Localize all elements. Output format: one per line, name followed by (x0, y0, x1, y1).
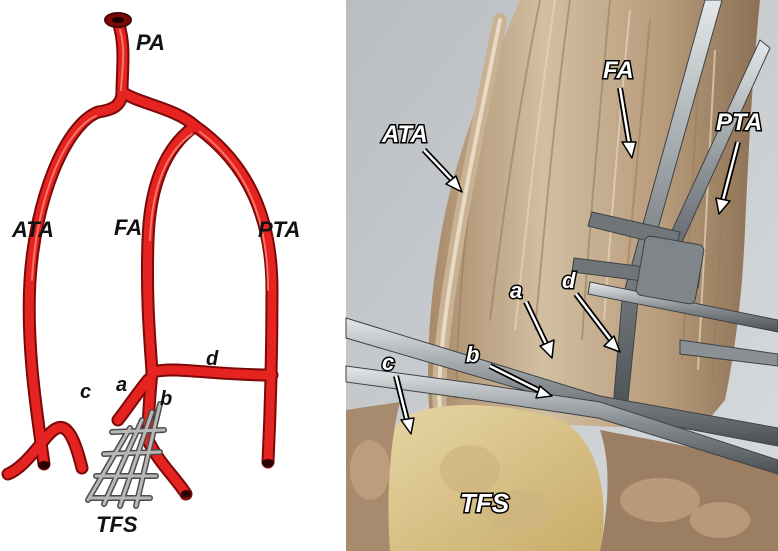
diagram-label-pta: PTA (258, 217, 300, 242)
b-vessel-end (181, 490, 191, 498)
photo-label-pta: PTA (716, 109, 762, 136)
dissection-photo: ATA FA PTA a d b c TFS (346, 0, 778, 551)
diagram-label-d: d (206, 348, 219, 370)
schematic-diagram: PA ATA FA PTA d c a b TFS (0, 0, 340, 551)
photo-label-a: a (510, 278, 522, 303)
photo-label-d: d (562, 268, 576, 293)
diagram-label-b: b (160, 388, 172, 410)
diagram-label-a: a (116, 374, 127, 396)
diagram-label-ata: ATA (11, 217, 54, 242)
photo-label-ata: ATA (381, 121, 428, 148)
photo-label-b: b (466, 342, 479, 367)
photo-label-fa: FA (603, 57, 634, 84)
diagram-label-pa: PA (136, 30, 165, 55)
diagram-label-c: c (80, 381, 91, 403)
photo-label-tfs: TFS (460, 488, 510, 518)
communicating-branch-d (152, 370, 272, 375)
photo-label-c: c (382, 350, 394, 375)
panel-divider (340, 0, 346, 551)
diagram-label-fa: FA (114, 215, 142, 240)
pta-vessel-end (262, 459, 274, 467)
diagram-label-tfs: TFS (96, 512, 138, 537)
ata-vessel-end (38, 461, 50, 469)
